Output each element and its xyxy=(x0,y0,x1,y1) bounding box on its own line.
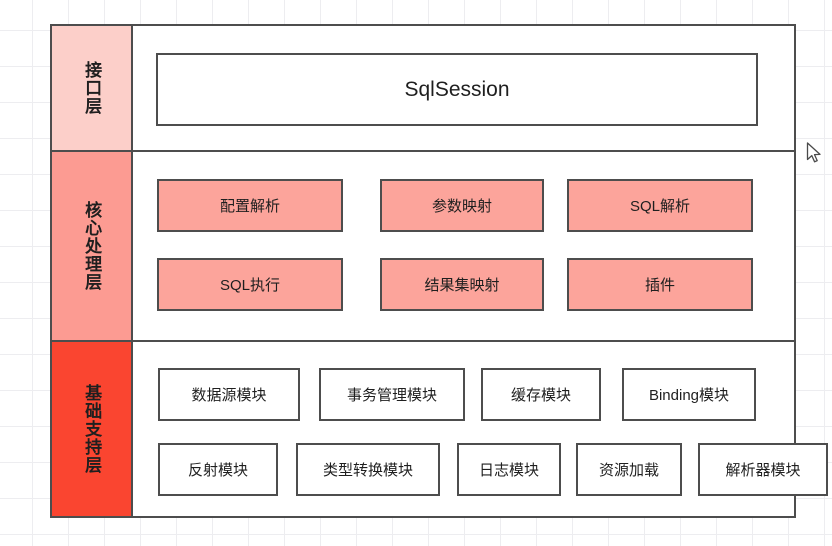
layer-label-core-text: 核心处理层 xyxy=(82,201,102,291)
layer-core: 核心处理层 配置解析 参数映射 SQL解析 SQL执行 结果集映射 插件 xyxy=(52,152,794,342)
node-sql-parsing-label: SQL解析 xyxy=(629,198,690,215)
layer-body-core: 配置解析 参数映射 SQL解析 SQL执行 结果集映射 插件 xyxy=(133,152,794,340)
node-resource-loading[interactable]: 资源加载 xyxy=(576,443,682,496)
node-sqlsession-label: SqlSession xyxy=(404,77,510,101)
node-logging-module[interactable]: 日志模块 xyxy=(457,443,561,496)
mouse-cursor-icon xyxy=(806,142,821,163)
layer-label-core: 核心处理层 xyxy=(52,152,133,340)
node-datasource-module[interactable]: 数据源模块 xyxy=(158,368,300,421)
node-transaction-module[interactable]: 事务管理模块 xyxy=(319,368,465,421)
node-sql-execution[interactable]: SQL执行 xyxy=(157,258,343,311)
layer-interface: 接口层 SqlSession xyxy=(52,26,794,152)
node-sql-parsing[interactable]: SQL解析 xyxy=(567,179,753,232)
node-parameter-mapping-label: 参数映射 xyxy=(431,198,492,215)
layer-label-interface-text: 接口层 xyxy=(82,61,102,115)
node-type-conversion-module[interactable]: 类型转换模块 xyxy=(296,443,440,496)
node-resultset-mapping-label: 结果集映射 xyxy=(424,277,500,294)
node-sql-execution-label: SQL执行 xyxy=(219,277,280,294)
node-transaction-module-label: 事务管理模块 xyxy=(346,387,437,404)
node-plugin-label: 插件 xyxy=(644,277,675,294)
layer-label-interface: 接口层 xyxy=(52,26,133,150)
layer-base: 基础支持层 数据源模块 事务管理模块 缓存模块 Binding模块 反射模块 类… xyxy=(52,342,828,516)
node-plugin[interactable]: 插件 xyxy=(567,258,753,311)
node-sqlsession[interactable]: SqlSession xyxy=(156,53,758,126)
node-datasource-module-label: 数据源模块 xyxy=(191,387,267,404)
node-config-parsing-label: 配置解析 xyxy=(219,198,280,215)
layer-label-base-text: 基础支持层 xyxy=(82,384,102,474)
node-resultset-mapping[interactable]: 结果集映射 xyxy=(380,258,544,311)
node-type-conversion-module-label: 类型转换模块 xyxy=(322,462,413,479)
node-logging-module-label: 日志模块 xyxy=(478,462,539,479)
node-resource-loading-label: 资源加载 xyxy=(598,462,659,479)
layer-body-interface: SqlSession xyxy=(133,26,794,150)
node-cache-module-label: 缓存模块 xyxy=(510,387,571,404)
architecture-diagram: 接口层 SqlSession 核心处理层 配置解析 参数映射 SQL解析 SQL… xyxy=(50,24,828,518)
node-parameter-mapping[interactable]: 参数映射 xyxy=(380,179,544,232)
node-binding-module-label: Binding模块 xyxy=(648,387,730,404)
layer-body-base: 数据源模块 事务管理模块 缓存模块 Binding模块 反射模块 类型转换模块 … xyxy=(133,342,828,516)
node-reflection-module[interactable]: 反射模块 xyxy=(158,443,278,496)
node-parser-module-label: 解析器模块 xyxy=(725,462,801,479)
layer-label-base: 基础支持层 xyxy=(52,342,133,516)
node-config-parsing[interactable]: 配置解析 xyxy=(157,179,343,232)
node-parser-module[interactable]: 解析器模块 xyxy=(698,443,828,496)
node-cache-module[interactable]: 缓存模块 xyxy=(481,368,601,421)
node-binding-module[interactable]: Binding模块 xyxy=(622,368,756,421)
node-reflection-module-label: 反射模块 xyxy=(187,462,248,479)
